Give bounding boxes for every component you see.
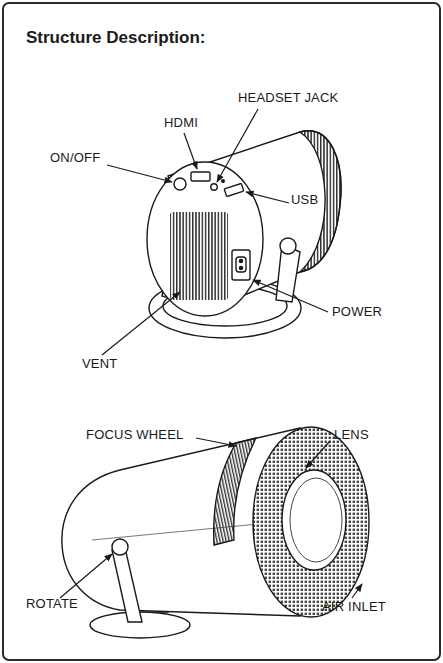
part-label: LENS	[334, 428, 369, 443]
page-frame	[3, 3, 440, 660]
part-label: ROTATE	[26, 597, 78, 612]
part-label: HEADSET JACK	[238, 91, 338, 106]
leader-lines-top	[102, 109, 328, 355]
part-label: HDMI	[164, 116, 198, 131]
projector-back-view	[147, 131, 341, 338]
part-label: ON/OFF	[50, 151, 100, 166]
part-label: FOCUS WHEEL	[86, 428, 184, 443]
part-label: VENT	[82, 357, 117, 372]
title: Structure Description:	[26, 28, 205, 48]
leader-lines-bottom	[60, 438, 362, 598]
part-label: AIR INLET	[322, 600, 386, 615]
part-label: POWER	[332, 305, 382, 320]
part-label: USB	[291, 193, 318, 208]
